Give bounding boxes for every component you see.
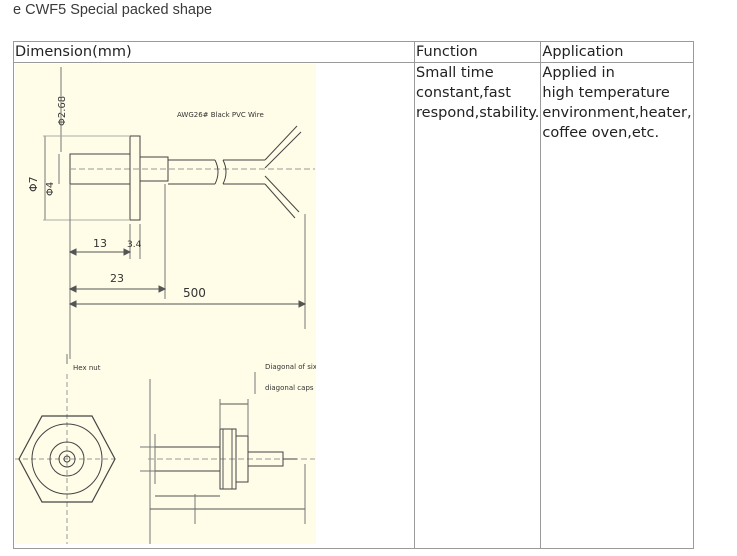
dimension-drawing: Φ2.68 Φ7 Φ4 AWG26# Black PVC Wire — [15, 64, 316, 544]
application-line: coffee oven,etc. — [542, 125, 660, 141]
phi-268-label: Φ2.68 — [57, 96, 68, 126]
spec-table: Dimension(mm) Function Application — [13, 41, 694, 549]
dimension-cell: Φ2.68 Φ7 Φ4 AWG26# Black PVC Wire — [13, 62, 415, 549]
dim-23: 23 — [110, 272, 124, 285]
header-application: Application — [540, 41, 694, 63]
application-line: environment,heater, — [542, 105, 692, 121]
header-dimension: Dimension(mm) — [13, 41, 415, 63]
dim-500: 500 — [183, 286, 206, 300]
diag-label-1: Diagonal of six — [265, 363, 316, 371]
diag-label-2: diagonal caps — [265, 384, 314, 392]
application-cell: Applied in high temperature environment,… — [540, 62, 694, 549]
hex-nut — [18, 415, 116, 503]
header-function: Function — [413, 41, 542, 63]
function-line: constant,fast — [416, 85, 511, 101]
function-cell: Small time constant,fast respond,stabili… — [413, 62, 542, 549]
function-line: Small time — [416, 65, 494, 81]
hex-nut-label: Hex nut — [73, 364, 101, 372]
wire-label: AWG26# Black PVC Wire — [177, 111, 264, 119]
table-header-row: Dimension(mm) Function Application — [13, 41, 694, 63]
function-line: respond,stability. — [416, 105, 540, 121]
flange — [129, 135, 141, 221]
phi-7-label: Φ7 — [27, 176, 40, 192]
table-row: Φ2.68 Φ7 Φ4 AWG26# Black PVC Wire — [13, 62, 694, 549]
application-line: high temperature — [542, 85, 670, 101]
dim-34: 3.4 — [127, 240, 142, 250]
application-line: Applied in — [542, 65, 615, 81]
phi-4-label: Φ4 — [45, 182, 56, 196]
dim-13: 13 — [93, 237, 107, 250]
section-heading: e CWF5 Special packed shape — [13, 2, 213, 18]
